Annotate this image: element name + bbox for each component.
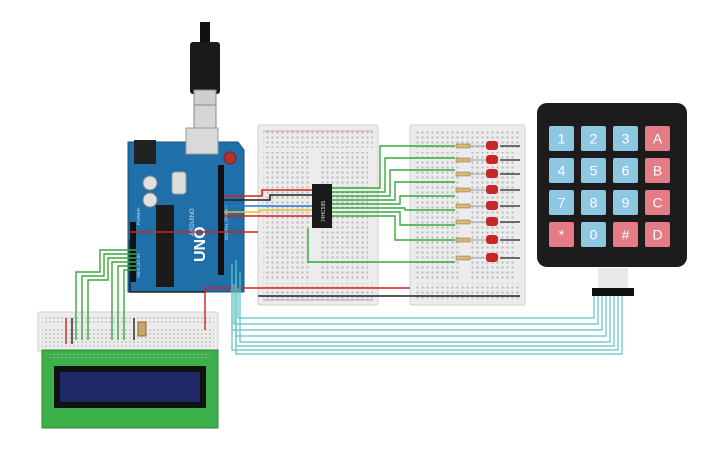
- led-icon: [486, 235, 498, 244]
- keypad-key-label: A: [653, 131, 663, 147]
- keypad-key-label: B: [653, 163, 662, 179]
- keypad-key-label: 0: [590, 227, 598, 243]
- breadboard-lcd: [37, 311, 219, 353]
- arduino-logo-text: UNO: [192, 226, 209, 262]
- lcd-display-module: [41, 349, 219, 429]
- keypad-key-7[interactable]: 7: [549, 190, 574, 215]
- arduino-digital-label: DIGITAL (PWM~): [224, 205, 229, 240]
- arduino-uno-board: UNO ARDUINO DIGITAL (PWM~) ANALOG IN POW…: [127, 127, 245, 293]
- wires-keypad-to-arduino: [231, 260, 623, 355]
- led-icon: [486, 201, 498, 210]
- keypad-key-9[interactable]: 9: [613, 190, 638, 215]
- shift-register-label: 74HC595: [321, 201, 327, 222]
- resistor: [455, 255, 471, 261]
- resistor: [455, 203, 471, 209]
- keypad-key-label: *: [559, 227, 565, 243]
- potentiometer-icon[interactable]: [137, 321, 147, 337]
- led-resistor-array: [455, 141, 498, 262]
- keypad-key-A[interactable]: A: [645, 126, 670, 151]
- keypad-key-3[interactable]: 3: [613, 126, 638, 151]
- led-icon: [486, 185, 498, 194]
- keypad-key-5[interactable]: 5: [581, 158, 606, 183]
- keypad-key-label: D: [652, 227, 662, 243]
- wires-register-to-leds: [307, 145, 455, 263]
- keypad-key-label: 9: [622, 195, 630, 211]
- arduino-brand-text: ARDUINO: [190, 208, 196, 236]
- resistor: [455, 143, 471, 149]
- keypad-key-D[interactable]: D: [645, 222, 670, 247]
- resistor: [455, 237, 471, 243]
- keypad-key-4[interactable]: 4: [549, 158, 574, 183]
- resistor: [455, 171, 471, 177]
- wires-arduino-to-lcd: [65, 249, 206, 344]
- led-ground-wires: [500, 145, 520, 259]
- keypad-key-1[interactable]: 1: [549, 126, 574, 151]
- arduino-power-label: POWER: [136, 207, 141, 225]
- led-icon: [486, 253, 498, 262]
- keypad-key-label: 1: [558, 131, 566, 147]
- keypad-key-label: 7: [558, 195, 566, 211]
- resistor: [455, 157, 471, 163]
- keypad-key-label: #: [622, 227, 630, 243]
- led-icon: [486, 155, 498, 164]
- keypad-key-C[interactable]: C: [645, 190, 670, 215]
- keypad-key-0[interactable]: 0: [581, 222, 606, 247]
- keypad-key-label: C: [652, 195, 662, 211]
- keypad-key-2[interactable]: 2: [581, 126, 606, 151]
- keypad-key-label: 2: [590, 131, 598, 147]
- resistor: [455, 219, 471, 225]
- keypad-key-label: 3: [622, 131, 630, 147]
- usb-plug-icon: [190, 22, 220, 134]
- keypad-key-label: 5: [590, 163, 598, 179]
- keypad-key-label: 6: [622, 163, 630, 179]
- led-icon: [486, 217, 498, 226]
- shift-register-chip: 74HC595: [312, 184, 332, 228]
- led-icon: [486, 141, 498, 150]
- arduino-analog-label: ANALOG IN: [136, 253, 141, 278]
- keypad-key-star[interactable]: *: [549, 222, 574, 247]
- resistor: [455, 187, 471, 193]
- keypad-key-hash[interactable]: #: [613, 222, 638, 247]
- keypad-key-6[interactable]: 6: [613, 158, 638, 183]
- breadboard-right: [409, 124, 526, 306]
- reset-button-icon[interactable]: [223, 151, 237, 165]
- keypad-4x4: 1 2 3 A 4 5 6 B 7 8 9 C * 0 # D: [537, 103, 687, 296]
- led-icon: [486, 169, 498, 178]
- keypad-key-B[interactable]: B: [645, 158, 670, 183]
- keypad-key-label: 4: [558, 163, 566, 179]
- keypad-key-label: 8: [590, 195, 598, 211]
- keypad-key-8[interactable]: 8: [581, 190, 606, 215]
